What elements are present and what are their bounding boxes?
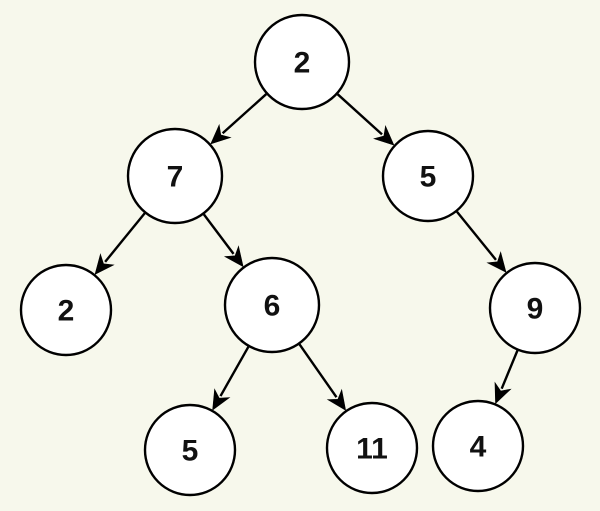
tree-node-label: 6	[264, 290, 281, 323]
tree-node[interactable]: 6	[223, 256, 321, 354]
tree-edge-arrowhead	[212, 388, 231, 411]
tree-edge-line	[336, 93, 383, 136]
tree-edge-line	[221, 93, 268, 135]
tree-edge-arrowhead	[94, 253, 115, 275]
tree-node-label: 2	[58, 295, 75, 328]
tree-node-circle[interactable]	[253, 13, 351, 111]
tree-edge-line	[219, 346, 250, 397]
tree-edge-arrowhead	[486, 251, 507, 273]
edges-layer	[94, 93, 519, 411]
tree-node[interactable]: 5	[143, 403, 237, 497]
tree-node-circle[interactable]	[19, 263, 113, 357]
tree-node[interactable]: 2	[253, 13, 351, 111]
tree-node[interactable]: 2	[19, 263, 113, 357]
tree-node[interactable]: 4	[431, 399, 525, 493]
tree-node-label: 9	[527, 293, 544, 326]
tree-node-label: 4	[470, 431, 487, 464]
tree-edge-arrowhead	[494, 381, 512, 405]
tree-node-circle[interactable]	[488, 261, 582, 355]
tree-edge-line	[104, 212, 146, 263]
tree-edge-line	[202, 213, 235, 255]
tree-node[interactable]: 5	[381, 129, 475, 223]
tree-edge-arrowhead	[373, 125, 395, 146]
tree-edge-arrowhead	[210, 123, 232, 145]
tree-node-label: 2	[294, 47, 311, 80]
tree-edge-line	[500, 350, 519, 390]
tree-edge-line	[298, 343, 338, 398]
tree-node[interactable]: 9	[488, 261, 582, 355]
tree-edge-arrowhead	[223, 245, 244, 268]
tree-node-circle[interactable]	[143, 403, 237, 497]
tree-node[interactable]: 7	[126, 127, 224, 225]
tree-edge-line	[456, 210, 497, 261]
tree-node-circle[interactable]	[223, 256, 321, 354]
tree-node-circle[interactable]	[126, 127, 224, 225]
tree-node-label: 5	[420, 161, 437, 194]
tree-node-label: 11	[356, 433, 388, 466]
tree-node-circle[interactable]	[381, 129, 475, 223]
tree-node-label: 7	[167, 161, 184, 194]
tree-edge-arrowhead	[326, 388, 347, 411]
tree-node-circle[interactable]	[431, 399, 525, 493]
tree-node-circle[interactable]	[325, 401, 419, 495]
tree-node-label: 5	[182, 435, 199, 468]
nodes-layer: 2 7 5 2 6 9 5 11 4	[19, 13, 582, 497]
tree-node[interactable]: 11	[325, 401, 419, 495]
